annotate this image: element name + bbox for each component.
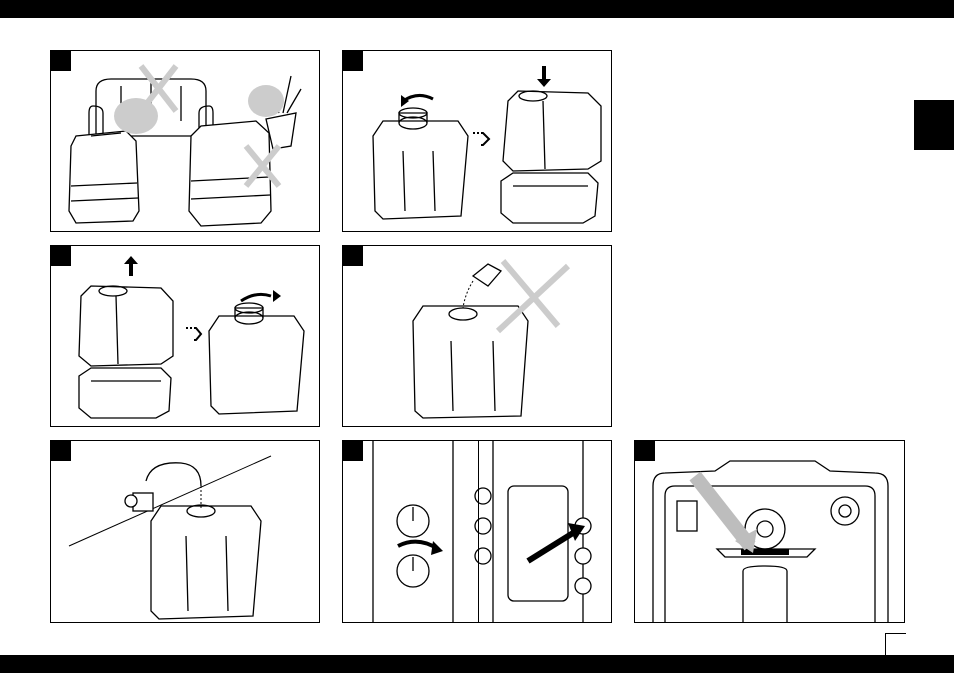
step-3-panel (50, 245, 320, 427)
step-1-number-box (51, 51, 71, 71)
step-3-number-box (51, 246, 71, 266)
section-tab (914, 100, 954, 150)
step-1-panel (50, 50, 320, 232)
placement-illustration (51, 51, 320, 232)
step-6-number-box (343, 441, 363, 461)
remove-tank-illustration (51, 246, 320, 427)
no-additives-illustration (343, 246, 612, 427)
page-corner-mark (885, 633, 906, 656)
step-2-panel (342, 50, 612, 232)
step-5-number-box (51, 441, 71, 461)
step-4-panel (342, 245, 612, 427)
step-5-panel (50, 440, 320, 623)
control-panel-illustration (343, 441, 612, 623)
bottom-view-illustration (635, 441, 905, 623)
step-6-panel (342, 440, 612, 623)
top-bar (0, 0, 954, 18)
faucet-fill-illustration (51, 441, 320, 623)
bottom-bar (0, 655, 954, 673)
step-7-number-box (635, 441, 655, 461)
fill-assembly-illustration (343, 51, 612, 232)
step-7-panel (634, 440, 905, 623)
step-4-number-box (343, 246, 363, 266)
step-2-number-box (343, 51, 363, 71)
